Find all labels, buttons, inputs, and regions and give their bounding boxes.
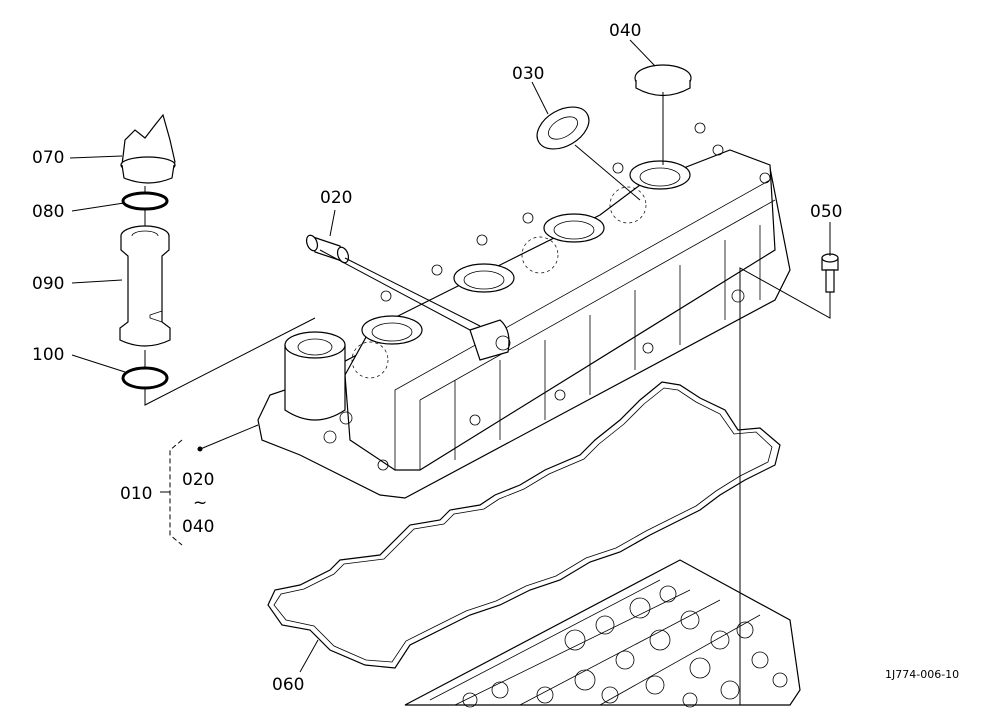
bolt-050 <box>821 253 839 293</box>
head-cover <box>257 122 791 499</box>
callout-030: 030 <box>512 64 544 84</box>
head-cover-gasket <box>267 381 781 669</box>
callout-050: 050 <box>810 202 842 222</box>
oil-filler-pipe-090 <box>119 225 171 347</box>
o-ring-100 <box>121 366 169 390</box>
callout-080: 080 <box>32 202 64 222</box>
bracket-tilde: ~ <box>193 493 207 513</box>
callout-020: 020 <box>320 188 352 208</box>
callout-070: 070 <box>32 148 64 168</box>
pipe-020 <box>305 234 350 264</box>
figure-reference: 1J774-006-10 <box>885 668 959 681</box>
callout-010: 010 <box>120 484 152 504</box>
cylinder-head <box>404 559 801 708</box>
bracket-to: 040 <box>182 517 214 537</box>
callout-090: 090 <box>32 274 64 294</box>
callout-040: 040 <box>609 21 641 41</box>
oil-seal-030 <box>536 106 590 150</box>
callout-100: 100 <box>32 345 64 365</box>
oil-filler-cap-070 <box>120 113 176 184</box>
assembly-bracket <box>169 439 203 546</box>
callout-060: 060 <box>272 675 304 695</box>
plug-040 <box>634 64 692 97</box>
o-ring-080 <box>121 191 169 211</box>
leader-lines <box>69 39 831 705</box>
bracket-from: 020 <box>182 470 214 490</box>
